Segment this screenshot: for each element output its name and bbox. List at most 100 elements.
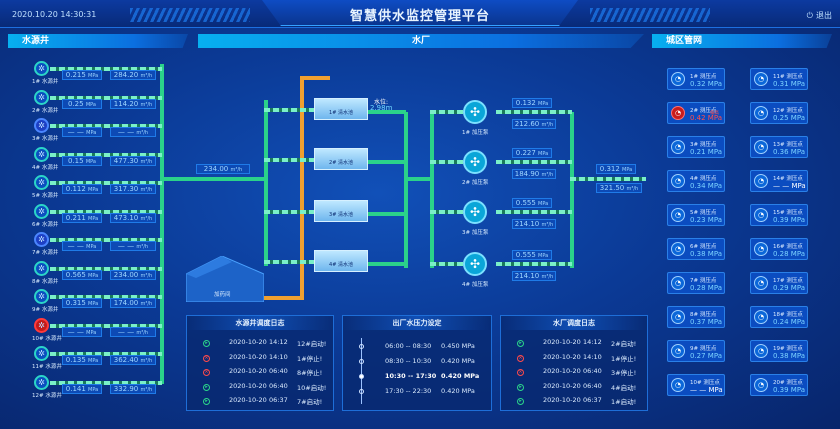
clear-water-tank[interactable]: 3# 清水池 — [314, 200, 368, 222]
flow-unit: m³/h — [626, 186, 639, 192]
booster-pump-icon[interactable]: ✣ — [463, 252, 487, 276]
pump-inlet-pipe — [430, 210, 472, 214]
gauge-icon: ◔ — [754, 378, 768, 392]
well-pressure-number: 0.215 — [65, 71, 86, 79]
clear-water-tank[interactable]: 2# 清水池 — [314, 148, 368, 170]
title-plate — [262, 0, 578, 26]
tank-inlet-pipe — [264, 158, 314, 162]
well-pump-icon[interactable]: ✲ — [34, 375, 49, 390]
wells-collector-pipe — [160, 64, 164, 384]
booster-pump-icon[interactable]: ✣ — [463, 200, 487, 224]
gauge-icon: ◔ — [671, 208, 685, 222]
well-label: 8# 水源井 — [32, 279, 59, 285]
well-pump-icon[interactable]: ✲ — [34, 147, 49, 162]
well-pipe — [50, 67, 162, 71]
pressure-unit: MPa — [86, 130, 97, 136]
well-pressure-value: 0.315 MPa — [62, 298, 102, 308]
well-pump-icon[interactable]: ✲ — [34, 318, 49, 333]
well-pump-icon[interactable]: ✲ — [34, 261, 49, 276]
pump-flow-number: 214.10 — [514, 272, 540, 280]
pressure-point-card[interactable]: ◔14# 测压点— — MPa — [750, 170, 808, 192]
well-pump-icon[interactable]: ✲ — [34, 118, 49, 133]
pump-feed-pipe — [404, 177, 432, 181]
dosing-pipe — [300, 78, 304, 298]
booster-pump-icon[interactable]: ✣ — [463, 100, 487, 124]
booster-pump-icon[interactable]: ✣ — [463, 150, 487, 174]
pressure-point-value: 0.39 MPa — [773, 386, 806, 394]
gauge-icon: ◔ — [671, 72, 685, 86]
well-pressure-value: 0.215 MPa — [62, 70, 102, 80]
gauge-icon: ◔ — [754, 344, 768, 358]
well-pump-icon[interactable]: ✲ — [34, 175, 49, 190]
well-pressure-value: — — MPa — [62, 241, 102, 251]
pressure-point-name: 7# 测压点 — [690, 278, 717, 284]
well-log-title: 水源井调度日志 — [187, 316, 333, 330]
stop-status-icon: × — [203, 369, 210, 376]
logout-button[interactable]: ⏻退出 — [804, 10, 832, 21]
well-pipe — [50, 210, 162, 214]
well-pump-icon[interactable]: ✲ — [34, 289, 49, 304]
pump-flow-value: 184.90 m³/h — [512, 169, 556, 179]
well-pump-icon[interactable]: ✲ — [34, 232, 49, 247]
pump-pressure-value: 0.555 MPa — [512, 198, 552, 208]
clear-water-tank[interactable]: 4# 清水池 — [314, 250, 368, 272]
pump-flow-value: 214.10 m³/h — [512, 219, 556, 229]
tank-outlet-branch — [368, 110, 406, 114]
well-pump-icon[interactable]: ✲ — [34, 61, 49, 76]
pressure-point-value: 0.38 MPa — [773, 352, 806, 360]
dosing-pipe-top — [300, 76, 330, 80]
pressure-point-value: 0.34 MPa — [690, 182, 723, 190]
log-date: 2020-10-20 — [543, 367, 581, 375]
well-pressure-value: 0.565 MPa — [62, 270, 102, 280]
start-status-icon: ▸ — [203, 398, 210, 405]
well-pump-icon[interactable]: ✲ — [34, 346, 49, 361]
well-pump-icon[interactable]: ✲ — [34, 204, 49, 219]
pressure-point-card[interactable]: ◔10# 测压点— — MPa — [667, 374, 725, 396]
tank-label: 4# 清水池 — [329, 262, 353, 268]
well-pipe — [50, 181, 162, 185]
log-message: 1#停止! — [297, 354, 323, 363]
header-decoration-left — [130, 8, 250, 22]
pressure-unit: MPa — [538, 253, 549, 259]
well-pump-icon[interactable]: ✲ — [34, 90, 49, 105]
dosing-room[interactable]: 加药间 — [185, 255, 265, 303]
gauge-icon: ◔ — [671, 174, 685, 188]
alarm-tag: 偏高 — [710, 111, 719, 116]
pressure-point-value: 0.28 MPa — [690, 284, 723, 292]
well-pipe — [50, 267, 162, 271]
pump-pressure-number: 0.555 — [515, 199, 536, 207]
well-pressure-number: 0.25 — [68, 100, 84, 108]
pressure-unit: MPa — [88, 301, 99, 307]
pressure-point-value: — — MPa — [773, 182, 806, 190]
pressure-point-value: 0.23 MPa — [690, 216, 723, 224]
start-status-icon: ▸ — [517, 383, 524, 391]
log-message: 8#停止! — [297, 369, 323, 377]
well-pressure-value: 0.112 MPa — [62, 184, 102, 194]
well-flow-number: 114.20 — [113, 100, 139, 108]
clear-water-tank[interactable]: 1# 清水池 — [314, 98, 368, 120]
well-pressure-number: 0.315 — [65, 299, 86, 307]
